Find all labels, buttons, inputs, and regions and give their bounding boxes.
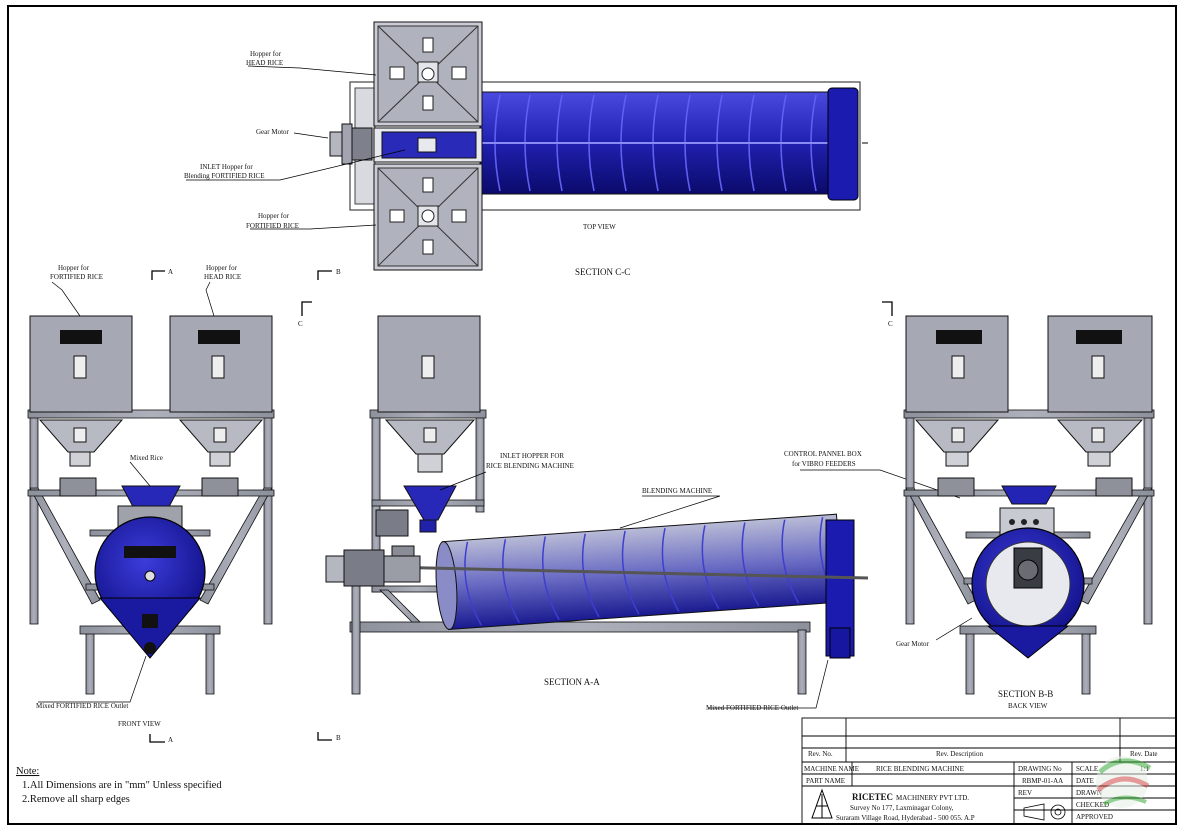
top-label-hopper-head-1: Hopper for: [250, 50, 282, 58]
tb-date-label: DATE: [1076, 777, 1094, 785]
tb-drawn-label: DRAWN: [1076, 789, 1102, 797]
top-gear-motor: [329, 123, 373, 165]
notes: Note: 1.All Dimensions are in "mm" Unles…: [16, 766, 222, 805]
tb-scale-value: 1:1: [1140, 765, 1149, 773]
tb-address-2: Suraram Village Road, Hyderabad - 500 05…: [836, 814, 975, 822]
section-aa-caption: SECTION A-A: [544, 677, 600, 687]
back-caption-section: SECTION B-B: [998, 689, 1053, 699]
tb-checked-label: CHECKED: [1076, 801, 1109, 809]
tb-approved-label: APPROVED: [1076, 813, 1113, 821]
tb-machine-name: RICE BLENDING MACHINE: [876, 765, 964, 773]
tb-company-suffix: MACHINERY PVT LTD.: [896, 794, 969, 802]
sheet-border: [7, 5, 1177, 825]
marker-c-right: C: [888, 320, 893, 328]
back-hopper-left: [905, 315, 1009, 497]
marker-a-bottom: A: [168, 736, 173, 744]
top-drum-endcap: [827, 87, 859, 201]
top-label-gear-motor: Gear Motor: [256, 128, 290, 136]
note-item-1: 1.All Dimensions are in "mm" Unless spec…: [22, 780, 222, 791]
tb-rev-desc-label: Rev. Description: [936, 750, 983, 758]
watermark-logo-icon: [1096, 756, 1152, 808]
aa-label-control-1: CONTROL PANNEL BOX: [784, 450, 862, 458]
tb-scale-label: SCALE: [1076, 765, 1098, 773]
aa-shaft: [339, 564, 869, 580]
top-label-inlet-2: Blending FORTIFIED RICE: [184, 172, 264, 180]
tb-part-name-label: PART NAME: [806, 777, 845, 785]
tb-address-1: Survey No 177, Laxminagar Colony,: [850, 804, 954, 812]
top-hopper-head: [373, 21, 483, 127]
back-hopper-right: [1047, 315, 1153, 497]
marker-c-left: C: [298, 320, 303, 328]
back-caption-view: BACK VIEW: [1008, 702, 1048, 710]
front-label-fortified-2: FORTIFIED RICE: [50, 273, 103, 281]
aa-inlet-funnel: [403, 485, 457, 521]
tb-rev-date-label: Rev. Date: [1130, 750, 1158, 758]
marker-a-top: A: [168, 268, 173, 276]
notes-title: Note:: [16, 766, 39, 777]
front-label-head-1: Hopper for: [206, 264, 238, 272]
company-logo-icon: [811, 788, 833, 819]
front-hopper-head: [169, 315, 273, 497]
section-aa: [325, 315, 961, 709]
aa-gear-motor: [325, 545, 421, 587]
tb-drawing-no: RBMP-01-AA: [1022, 777, 1063, 785]
top-inlet-hopper: [373, 127, 483, 163]
aa-label-inlet-1: INLET HOPPER FOR: [500, 452, 564, 460]
aa-label-control-2: for VIBRO FEEDERS: [792, 460, 856, 468]
front-label-fortified-1: Hopper for: [58, 264, 90, 272]
projection-symbol-icon: [1023, 803, 1066, 821]
section-marker-arrows: [149, 270, 893, 743]
front-view-caption: FRONT VIEW: [118, 720, 161, 728]
marker-b-top: B: [336, 268, 341, 276]
tb-rev-no-label: Rev. No.: [808, 750, 833, 758]
front-label-mixed-rice: Mixed Rice: [130, 454, 163, 462]
top-label-inlet-1: INLET Hopper for: [200, 163, 253, 171]
tb-rev-label: REV: [1018, 789, 1032, 797]
section-cc-caption: SECTION C-C: [575, 267, 630, 277]
aa-label-blending-machine: BLENDING MACHINE: [642, 487, 712, 495]
front-label-outlet: Mixed FORTIFIED RICE Outlet: [36, 702, 128, 710]
tb-drawing-no-label: DRAWING No: [1018, 765, 1062, 773]
tb-company: RICETEC: [852, 792, 893, 802]
top-label-hopper-head-2: HEAD RICE: [246, 59, 283, 67]
top-view: [186, 21, 868, 271]
top-view-caption: TOP VIEW: [583, 223, 616, 231]
aa-label-outlet: Mixed FORTIFIED RICE Outlet: [706, 704, 798, 712]
front-view: [27, 281, 275, 703]
front-label-head-2: HEAD RICE: [204, 273, 241, 281]
top-hopper-fortified: [373, 163, 483, 271]
marker-b-bottom: B: [336, 734, 341, 742]
top-label-hopper-fortified-1: Hopper for: [258, 212, 290, 220]
note-item-2: 2.Remove all sharp edges: [22, 794, 130, 805]
front-hopper-fortified: [29, 315, 133, 497]
back-view: [903, 315, 1155, 695]
tb-machine-name-label: MACHINE NAME: [804, 765, 859, 773]
back-label-gear-motor: Gear Motor: [896, 640, 930, 648]
aa-label-inlet-2: RICE BLENDING MACHINE: [486, 462, 574, 470]
top-label-hopper-fortified-2: FORTIFIED RICE: [246, 222, 299, 230]
